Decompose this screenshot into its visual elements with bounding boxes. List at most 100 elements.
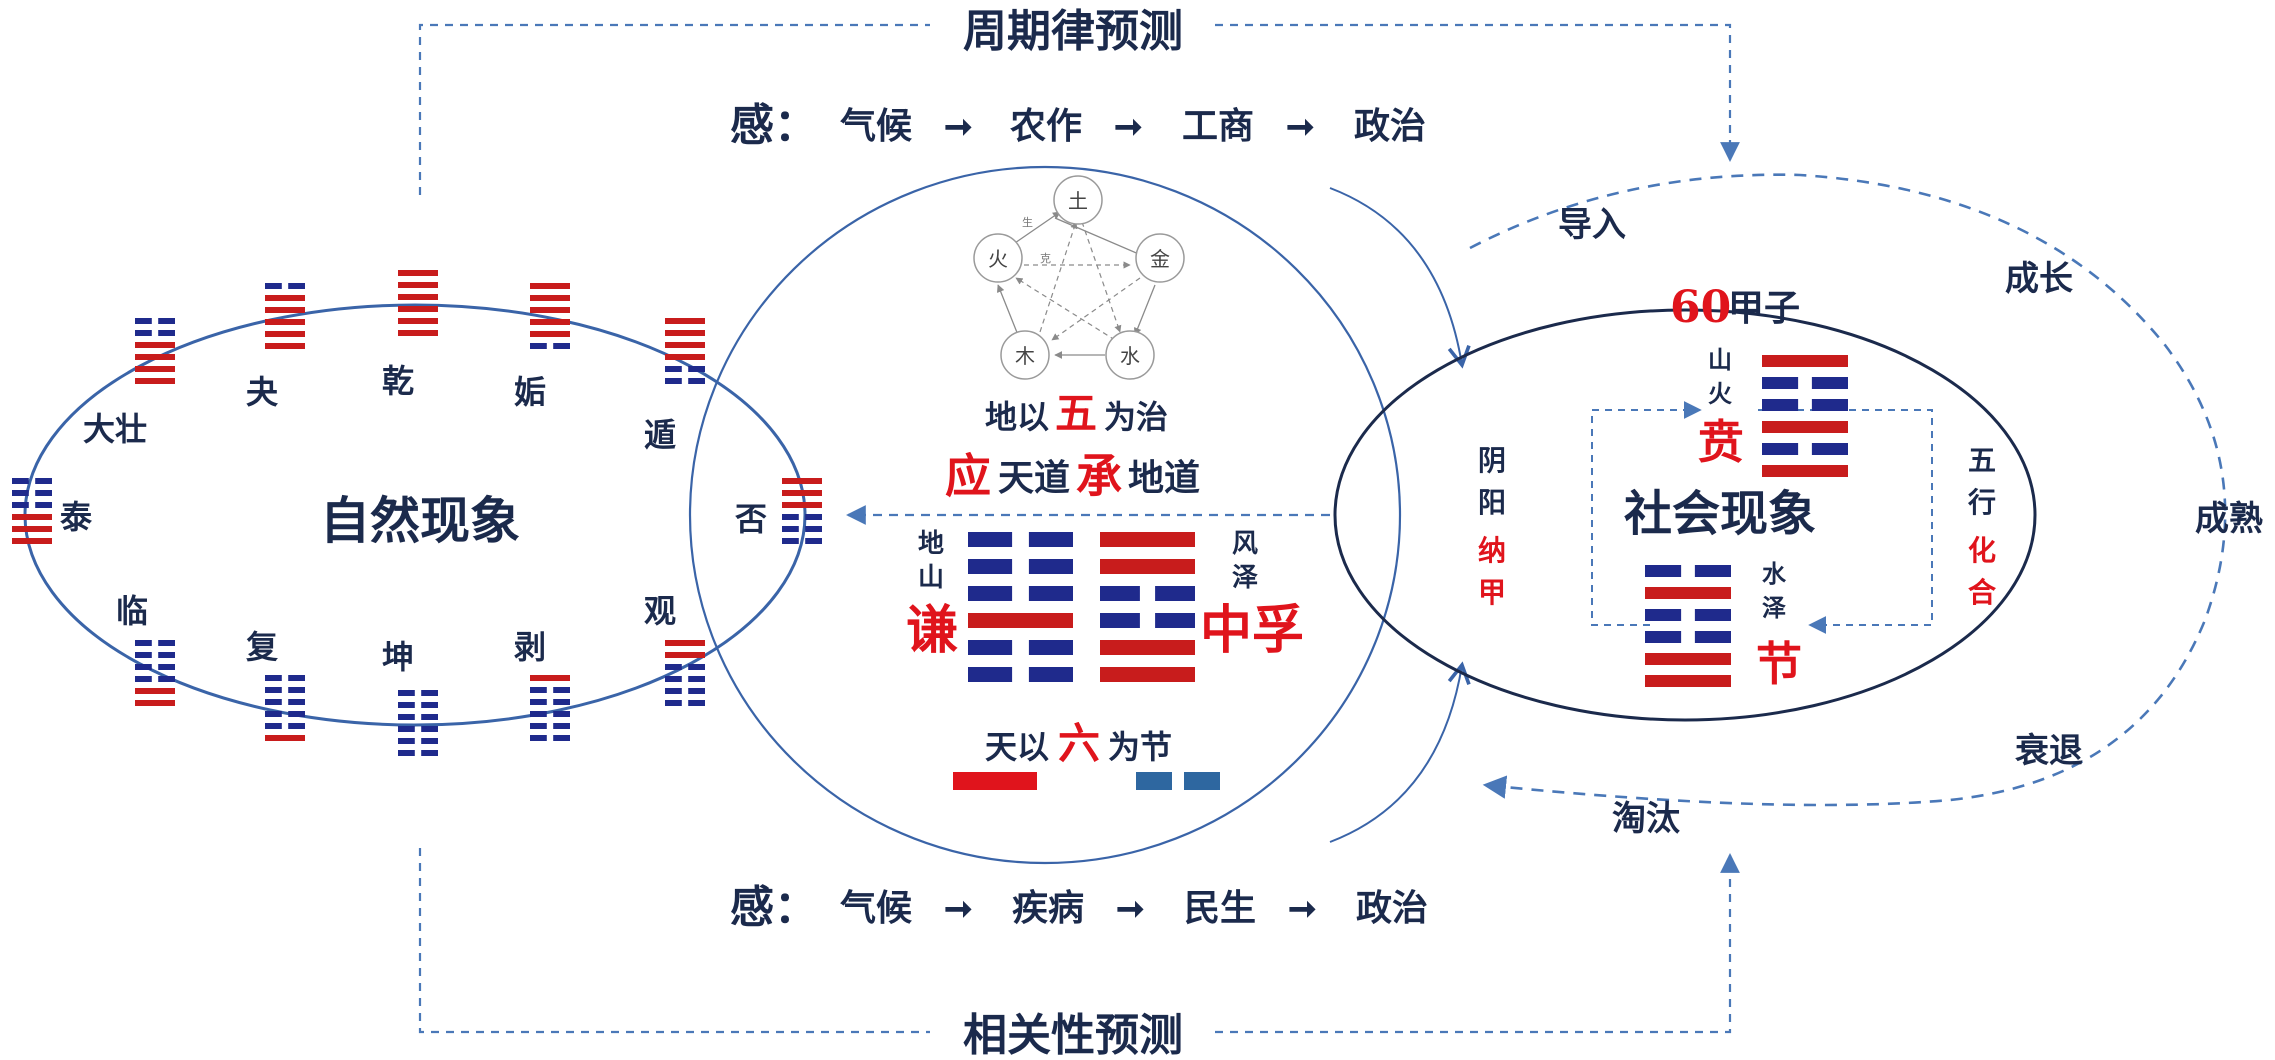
yang-line xyxy=(1762,421,1848,433)
top-chain-item: 农作 xyxy=(1010,105,1082,147)
yang-line xyxy=(665,640,705,646)
hexagram-8 xyxy=(665,640,705,706)
yang-line xyxy=(398,318,438,324)
yin-line xyxy=(1762,377,1799,389)
bottom-chain-item: 疾病 xyxy=(1012,887,1084,929)
yin-line xyxy=(530,711,547,717)
yang-line xyxy=(530,675,570,681)
hexagram-zhongfu xyxy=(1100,532,1195,682)
yin-line xyxy=(805,538,822,544)
yin-line xyxy=(1028,667,1073,682)
yin-line xyxy=(1645,609,1682,621)
top-chain-item: 气候 xyxy=(840,105,912,147)
yin-line xyxy=(288,675,305,681)
yin-line xyxy=(553,343,570,349)
yin-line xyxy=(35,502,52,508)
yang-line xyxy=(665,318,705,324)
center-ellipse xyxy=(688,165,1402,865)
twelve-hexagram-ring: 泰大壮夬乾姤遁否观剥坤复临 xyxy=(12,270,822,756)
yang-line xyxy=(135,688,175,694)
cheng-char: 承 xyxy=(1076,449,1122,503)
stage-shuaitui: 衰退 xyxy=(2015,731,2083,771)
yin-line xyxy=(288,723,305,729)
yin-line xyxy=(1762,399,1799,411)
yang-line xyxy=(530,283,570,289)
yin-bar-left xyxy=(1136,772,1172,790)
hexagram-12 xyxy=(135,640,175,706)
yin-line xyxy=(398,738,415,744)
yin-line xyxy=(158,676,175,682)
hexagram-bi xyxy=(1762,355,1848,477)
yang-line xyxy=(135,700,175,706)
yin-line xyxy=(398,750,415,756)
jie-labels: 水 泽 节 xyxy=(1756,559,1802,691)
yin-line xyxy=(665,688,682,694)
di-line-num: 五 xyxy=(1055,389,1097,438)
hexagram-label: 观 xyxy=(644,592,676,630)
yin-line xyxy=(1811,399,1848,411)
yin-line xyxy=(288,687,305,693)
hexagram-10 xyxy=(398,690,438,756)
yang-line xyxy=(530,319,570,325)
wuxing-char-b: 行 xyxy=(1967,486,1996,519)
yin-line xyxy=(158,318,175,324)
arrow-to-society-bottom xyxy=(1329,661,1471,843)
yin-line xyxy=(135,330,152,336)
yin-line xyxy=(1028,586,1073,601)
yin-line xyxy=(265,675,282,681)
qian-labels: 地 山 谦 xyxy=(906,529,958,661)
bi-name: 贲 xyxy=(1698,415,1744,469)
yin-line xyxy=(421,726,438,732)
yang-line xyxy=(1762,465,1848,477)
yin-line xyxy=(1155,613,1195,628)
yin-line xyxy=(12,502,29,508)
yang-line xyxy=(265,343,305,349)
yin-line xyxy=(553,735,570,741)
wuxing-char-a: 五 xyxy=(1968,444,1996,477)
yang-line xyxy=(1100,532,1195,547)
hexagram-1 xyxy=(12,478,52,544)
yin-line xyxy=(665,700,682,706)
yin-line xyxy=(553,711,570,717)
yinyang-char-d: 甲 xyxy=(1478,576,1506,609)
nature-title: 自然现象 xyxy=(320,491,520,550)
yin-line xyxy=(688,378,705,384)
yin-line xyxy=(530,687,547,693)
bi-small-upper: 山 xyxy=(1708,345,1732,374)
yin-line xyxy=(398,702,415,708)
yin-line xyxy=(158,330,175,336)
bottom-chain-arrow-icon: ➞ xyxy=(1116,889,1145,929)
yang-line xyxy=(398,270,438,276)
hexagram-7 xyxy=(782,478,822,544)
yin-line xyxy=(265,687,282,693)
top-title: 周期律预测 xyxy=(963,6,1183,57)
yang-line xyxy=(782,502,822,508)
jiazi-text: 甲子 xyxy=(1728,287,1800,329)
yin-line xyxy=(805,526,822,532)
yang-line xyxy=(135,366,175,372)
yin-line xyxy=(1155,586,1195,601)
yin-line xyxy=(968,532,1013,547)
jiazi-label: 60 甲子 xyxy=(1670,282,1800,333)
yin-line xyxy=(135,640,152,646)
yang-line xyxy=(530,331,570,337)
hexagram-label: 复 xyxy=(246,628,278,666)
wuxing-node-water: 水 xyxy=(1120,344,1140,368)
hexagram-label: 乾 xyxy=(382,362,414,400)
top-gan-label: 感： xyxy=(730,100,818,151)
tian-line-num: 六 xyxy=(1058,719,1100,768)
yin-line xyxy=(421,750,438,756)
stage-daoru: 导入 xyxy=(1558,205,1626,245)
yin-line xyxy=(1811,443,1848,455)
yinyang-char-a: 阴 xyxy=(1478,444,1506,477)
yin-line xyxy=(553,723,570,729)
hexagram-label: 剥 xyxy=(514,628,546,666)
yin-line xyxy=(782,514,799,520)
yin-line xyxy=(1028,559,1073,574)
yang-line xyxy=(12,514,52,520)
yinyang-char-c: 纳 xyxy=(1478,534,1506,567)
hexagram-2 xyxy=(135,318,175,384)
yin-line xyxy=(265,723,282,729)
bottom-chain-arrow-icon: ➞ xyxy=(944,889,973,929)
lifecycle-loop xyxy=(1469,173,2227,807)
